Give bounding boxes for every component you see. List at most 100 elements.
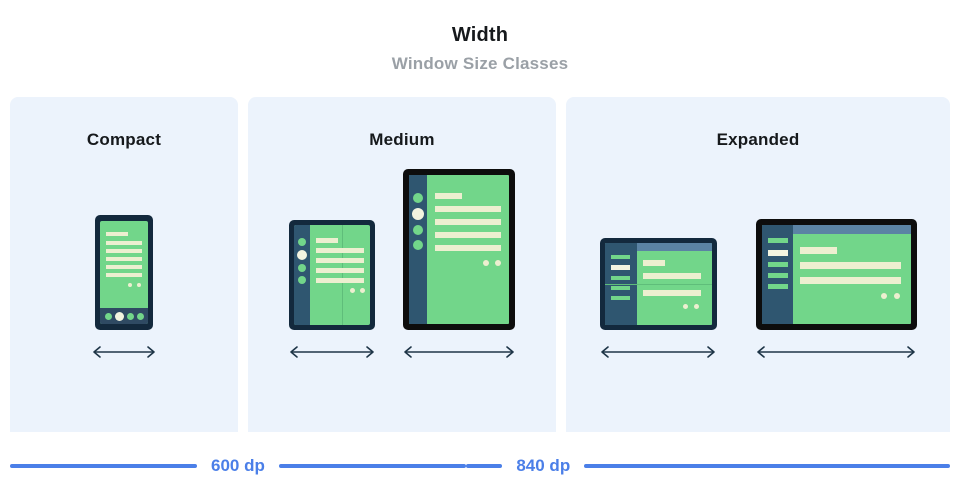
width-arrow-tablet-portrait: [400, 344, 518, 360]
foldable-screen: [604, 243, 712, 325]
content-line: [106, 232, 128, 236]
panel-title-medium: Medium: [369, 130, 435, 149]
device-phone-portrait: [95, 215, 153, 330]
content-line: [435, 219, 501, 225]
nav-dot: [105, 313, 112, 320]
rail-bar: [610, 296, 630, 300]
foldable-screen: [294, 225, 370, 325]
nav-dot-active: [115, 312, 124, 321]
content-line: [642, 260, 665, 266]
device-stage-medium: [248, 169, 556, 360]
device-stage-compact: [10, 215, 238, 360]
rail-dot: [298, 276, 306, 284]
content-line: [435, 193, 462, 199]
content-line: [316, 248, 364, 253]
rail-dot: [298, 264, 306, 272]
rail-dot: [413, 225, 423, 235]
content-line: [106, 249, 142, 253]
content-line: [316, 278, 364, 283]
rail-bar: [767, 238, 788, 243]
content-line: [799, 277, 901, 284]
breakpoint-rule: [278, 464, 466, 468]
device-stage-expanded: [566, 219, 950, 360]
content-dot: [693, 304, 699, 309]
rail-bar: [610, 255, 630, 259]
device-column-tablet-portrait: [400, 169, 518, 360]
rail-bar: [767, 262, 788, 267]
content-dot: [128, 283, 132, 287]
content-line: [316, 268, 364, 273]
phone-navigation-bar: [100, 308, 148, 324]
rail-bar: [610, 286, 630, 290]
rail-dot: [298, 238, 306, 246]
device-tablet-portrait: [403, 169, 515, 330]
device-column-foldable-portrait: [286, 220, 378, 360]
page-title: Width: [451, 24, 509, 46]
navigation-rail: [409, 175, 427, 324]
panel-compact: Compact: [10, 97, 238, 432]
navigation-rail: [761, 225, 793, 324]
device-column-tablet-landscape: [753, 219, 919, 360]
tablet-screen: [761, 225, 911, 324]
content-dot: [495, 260, 501, 266]
content-dot: [360, 288, 365, 293]
content-dot: [350, 288, 355, 293]
content-line: [106, 273, 142, 277]
breakpoint-legend: 600 dp 840 dp: [10, 452, 950, 480]
app-top-bar: [792, 225, 911, 234]
content-line: [435, 232, 501, 238]
rail-bar: [767, 284, 788, 289]
width-arrow-foldable-portrait: [286, 344, 378, 360]
size-class-panels: Compact: [10, 97, 950, 432]
diagram-header: Width Window Size Classes: [0, 22, 960, 76]
breakpoint-label-840: 840 dp: [516, 456, 571, 475]
fold-line: [342, 225, 343, 325]
breakpoint-rule: [465, 464, 503, 468]
content-line: [316, 258, 364, 263]
breakpoint-rule: [584, 464, 950, 468]
content-line: [799, 247, 837, 254]
panel-title-compact: Compact: [86, 130, 162, 149]
device-tablet-landscape: [755, 219, 917, 330]
content-line: [106, 257, 142, 261]
navigation-rail: [294, 225, 310, 325]
fold-line: [604, 284, 712, 285]
content-dot: [682, 304, 688, 309]
content-dot: [893, 293, 900, 299]
content-line: [642, 273, 701, 279]
panel-expanded: Expanded: [566, 97, 950, 432]
content-dot: [880, 293, 887, 299]
width-arrow-foldable-landscape: [597, 344, 719, 360]
panel-medium: Medium: [248, 97, 556, 432]
content-line: [106, 265, 142, 269]
content-line: [799, 262, 901, 269]
content-line: [435, 245, 501, 251]
rail-bar: [610, 276, 630, 280]
rail-bar: [767, 273, 788, 278]
rail-dot: [413, 240, 423, 250]
rail-dot-active: [297, 250, 307, 260]
tablet-screen: [409, 175, 509, 324]
device-column-phone: [89, 215, 159, 360]
content-line: [642, 290, 701, 296]
panel-title-expanded: Expanded: [716, 130, 800, 149]
nav-dot: [127, 313, 134, 320]
content-dot: [483, 260, 489, 266]
content-line: [106, 241, 142, 245]
device-column-foldable-landscape: [597, 238, 719, 360]
app-top-bar: [636, 243, 712, 251]
nav-dot: [137, 313, 144, 320]
device-foldable-landscape-unfolded: [599, 238, 717, 330]
breakpoint-label-600: 600 dp: [211, 456, 265, 475]
page-subtitle: Window Size Classes: [391, 54, 569, 73]
rail-bar-active: [610, 265, 630, 270]
rail-dot: [413, 193, 423, 203]
breakpoint-rule: [10, 464, 197, 468]
rail-dot-active: [412, 208, 424, 220]
rail-bar-active: [767, 250, 788, 256]
content-line: [435, 206, 501, 212]
width-arrow-phone: [89, 344, 159, 360]
content-line: [316, 238, 338, 243]
phone-screen: [100, 221, 148, 324]
